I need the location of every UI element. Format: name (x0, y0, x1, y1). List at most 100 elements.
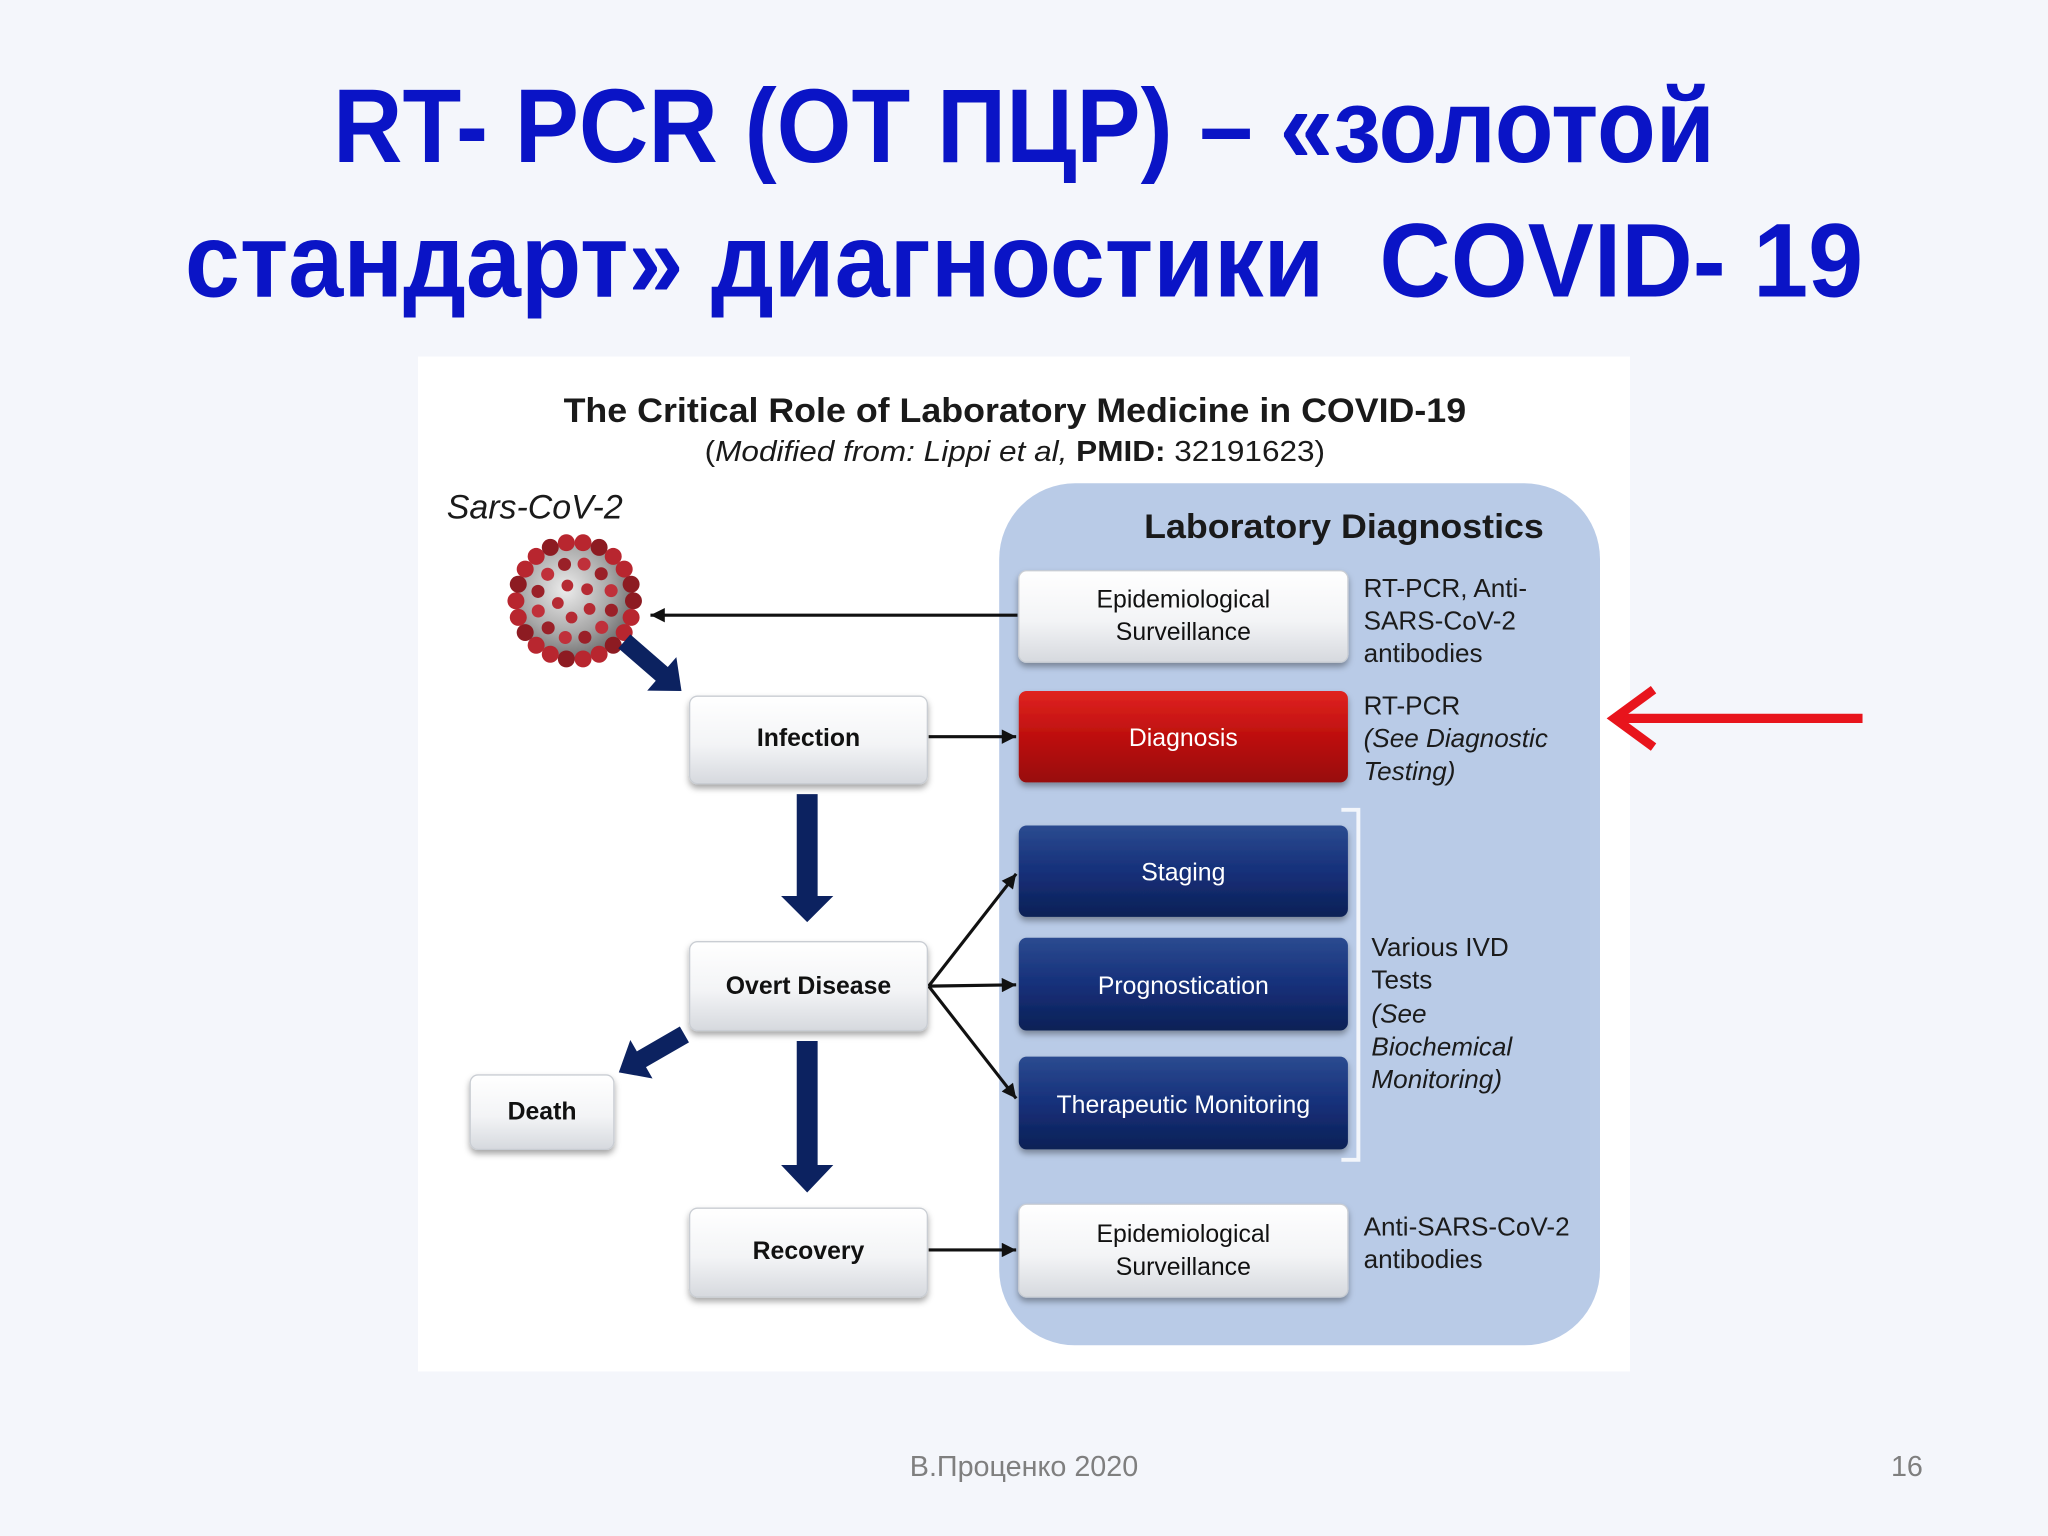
lab-box-prognostication: Prognostication (1018, 937, 1348, 1031)
lab-box-surveillance-early-shape (1018, 570, 1349, 663)
highlight-arrow (1606, 685, 1863, 751)
figure-source: (Modified from: Lippi et al, PMID: 32191… (705, 436, 1325, 468)
note-surveillance-early-line-2: SARS-CoV-2 (1364, 606, 1516, 636)
note-monitoring-line-1: Various IVD (1371, 932, 1508, 962)
note-surveillance-early-line-3: antibodies (1364, 638, 1483, 668)
figure-source-citation: Modified from: Lippi et al, (715, 436, 1067, 468)
figure-source-pmid-label: PMID: (1076, 436, 1165, 468)
lab-box-prognostication-label: Prognostication (1098, 973, 1269, 1000)
virus-spike (541, 567, 555, 581)
lab-box-surveillance-early: Epidemiological Surveillance (1018, 570, 1349, 663)
course-box-overt-disease-label: Overt Disease (726, 973, 891, 1000)
virus-spike (590, 538, 608, 556)
virus-spike (577, 557, 591, 571)
slide-title-line-2: стандарт» диагностики COVID- 19 (185, 202, 1863, 319)
arrow-disease-to-prognostication (928, 977, 1017, 993)
note-diagnosis-line-1: RT-PCR (1364, 690, 1461, 720)
note-surveillance-late-line-1: Anti-SARS-CoV-2 (1364, 1212, 1570, 1242)
virus-spike (507, 592, 525, 610)
virus-spike (604, 547, 622, 565)
note-monitoring-line-4: Biochemical (1371, 1031, 1513, 1061)
slide-title-line-1: RT- PCR (ОТ ПЦР) – «золотой (333, 68, 1715, 185)
lab-box-staging-label: Staging (1141, 859, 1225, 886)
lab-box-staging-shape (1018, 825, 1348, 917)
note-diagnosis-line-3: Testing) (1364, 756, 1456, 786)
lab-panel-title: Laboratory Diagnostics (1144, 508, 1544, 546)
figure: The Critical Role of Laboratory Medicine… (417, 356, 1631, 1372)
virus-spike (622, 575, 640, 593)
virus-spike (574, 650, 592, 668)
virus-spike (581, 583, 593, 596)
note-surveillance-early: RT-PCR, Anti- SARS-CoV-2 antibodies (1364, 573, 1527, 668)
lab-box-surveillance-late-line-1: Epidemiological (1097, 1221, 1271, 1248)
virus-spike (558, 630, 572, 645)
course-box-death-shape (469, 1074, 615, 1151)
lab-box-diagnosis-shape (1018, 690, 1348, 783)
note-surveillance-late-line-2: antibodies (1364, 1244, 1483, 1274)
lab-box-diagnosis: Diagnosis (1018, 690, 1348, 783)
arrow-disease-to-staging (927, 872, 1018, 988)
footer-author: В.Проценко 2020 (910, 1451, 1138, 1483)
virus-spike (557, 650, 575, 668)
virus-spike (557, 534, 575, 552)
arrow-infection-to-overt-disease (781, 794, 834, 923)
virus-spike (578, 630, 592, 644)
course-box-overt-disease: Overt Disease (688, 941, 928, 1032)
virus-spike (615, 560, 633, 578)
lab-box-surveillance-early-line-1: Epidemiological (1097, 586, 1271, 613)
note-diagnosis-line-2: (See Diagnostic (1364, 723, 1548, 753)
note-diagnosis: RT-PCR (See Diagnostic Testing) (1364, 690, 1548, 785)
pathogen-label: Sars-CoV-2 (447, 489, 623, 527)
virus-spike (604, 603, 618, 617)
virus-spike (516, 624, 534, 642)
lab-box-diagnosis-label: Diagnosis (1129, 725, 1238, 752)
note-surveillance-early-line-1: RT-PCR, Anti- (1364, 573, 1527, 603)
course-box-recovery: Recovery (688, 1207, 928, 1298)
course-box-overt-disease-shape (688, 941, 928, 1032)
virus-spike (565, 611, 578, 624)
note-monitoring: Various IVD Tests (See Biochemical Monit… (1371, 932, 1513, 1094)
virus-spike (527, 636, 545, 654)
figure-title: The Critical Role of Laboratory Medicine… (564, 392, 1467, 430)
course-box-death-label: Death (508, 1098, 577, 1125)
lab-box-therapeutic-monitoring-shape (1018, 1056, 1348, 1150)
arrow-overt-disease-to-death (618, 1026, 689, 1079)
highlight-arrow-head (1606, 685, 1657, 751)
note-monitoring-line-3: (See (1371, 999, 1426, 1029)
virus-spike (509, 608, 527, 626)
course-box-death: Death (469, 1074, 615, 1151)
lab-box-prognostication-shape (1018, 937, 1348, 1031)
lab-box-surveillance-late-shape (1018, 1203, 1349, 1298)
virus-spike (531, 584, 545, 598)
lab-box-therapeutic-monitoring-label: Therapeutic Monitoring (1057, 1092, 1311, 1119)
arrow-disease-to-therapeutic-monitoring (927, 985, 1018, 1100)
virus-spike (622, 608, 640, 626)
course-box-recovery-label: Recovery (753, 1238, 865, 1265)
lab-box-surveillance-late: Epidemiological Surveillance (1018, 1203, 1349, 1298)
arrow-virus-to-infection (618, 634, 682, 692)
lab-box-surveillance-late-line-2: Surveillance (1116, 1254, 1251, 1281)
virus-spike (624, 592, 642, 610)
note-surveillance-late: Anti-SARS-CoV-2 antibodies (1364, 1212, 1570, 1275)
course-box-infection-label: Infection (757, 725, 860, 752)
figure-source-open: ( (705, 436, 716, 468)
virus-spike (509, 575, 527, 593)
page-number: 16 (1891, 1451, 1923, 1483)
virus-spike (604, 636, 622, 654)
virus-spike (583, 603, 596, 615)
virus-spike (531, 604, 545, 618)
virus-spike (595, 620, 609, 634)
virus-spike (557, 557, 572, 571)
virus-spike (541, 645, 559, 663)
virus-spike (551, 597, 564, 609)
note-monitoring-line-5: Monitoring) (1371, 1064, 1502, 1094)
virus-spike (561, 579, 574, 592)
lab-box-staging: Staging (1018, 825, 1348, 917)
arrow-overt-disease-to-recovery (781, 1040, 834, 1193)
lab-box-surveillance-early-line-2: Surveillance (1116, 619, 1251, 646)
figure-source-pmid-value: 32191623) (1174, 436, 1325, 468)
note-monitoring-line-2: Tests (1371, 965, 1432, 995)
course-box-infection: Infection (688, 695, 928, 785)
virus-spike (541, 538, 559, 556)
